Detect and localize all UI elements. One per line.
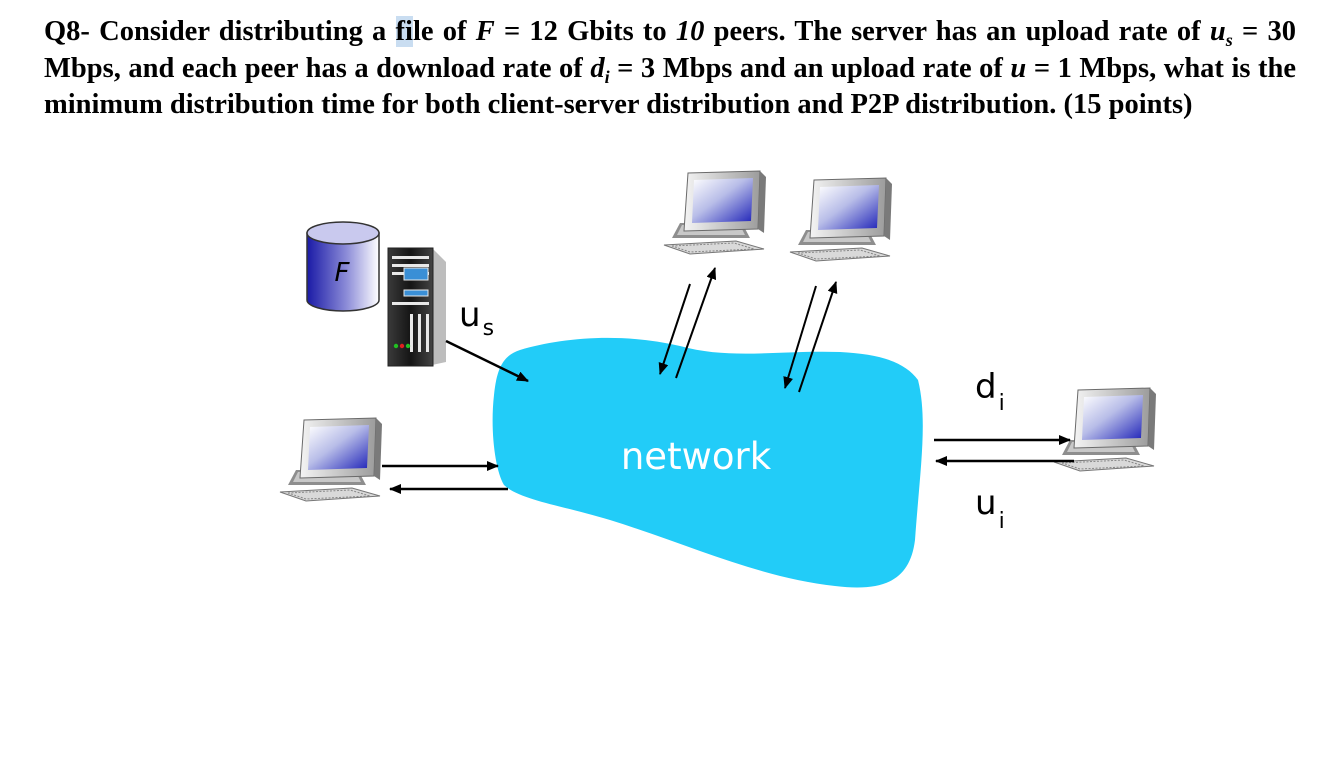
- peer1-download-arrow: [658, 283, 691, 375]
- computer-icon: [279, 417, 383, 502]
- computer-icon: [1053, 387, 1157, 472]
- download-rate-label: di: [975, 367, 1005, 416]
- file-label: F: [335, 258, 351, 288]
- peer1-upload-arrow: [675, 267, 717, 379]
- upload-rate-label: ui: [975, 483, 1005, 534]
- question-text: Q8- Consider distributing a file of F = …: [44, 16, 1296, 120]
- computer-icon: [789, 177, 893, 262]
- database-icon: [306, 221, 380, 312]
- peer2-download-arrow: [783, 285, 817, 389]
- server-upload-arrow: [445, 339, 529, 383]
- server-icon: [387, 247, 446, 367]
- computer-icon: [663, 170, 767, 255]
- peer2-upload-arrow: [798, 281, 838, 393]
- server-upload-label: us: [459, 295, 494, 341]
- network-label: network: [621, 435, 772, 478]
- network-cloud: [492, 337, 923, 588]
